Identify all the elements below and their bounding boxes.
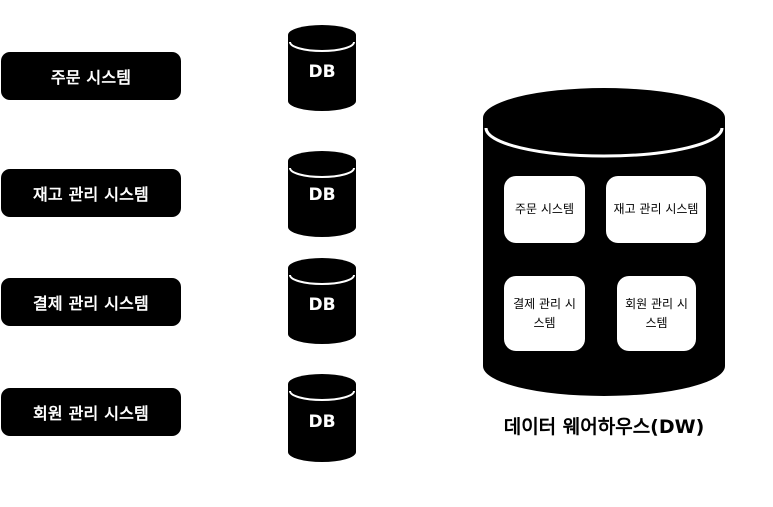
source-system-label: 주문 시스템	[50, 68, 132, 87]
warehouse-section-inventory: 재고 관리 시스템	[606, 176, 706, 243]
warehouse-section-label: 재고 관리 시스템	[613, 202, 699, 216]
database-label: DB	[308, 295, 335, 315]
warehouse-section-label: 회원 관리 시스템	[625, 296, 688, 330]
source-system-order: 주문 시스템	[1, 52, 181, 100]
database-icon-1: DB	[288, 25, 356, 111]
database-label: DB	[308, 185, 335, 205]
warehouse-section-label: 주문 시스템	[514, 202, 574, 216]
warehouse-section-label: 결제 관리 시스템	[513, 296, 576, 330]
database-icon-4: DB	[288, 374, 356, 462]
source-system-payment: 결제 관리 시스템	[1, 278, 181, 326]
database-label: DB	[308, 412, 335, 432]
source-system-label: 회원 관리 시스템	[33, 404, 149, 423]
source-system-member: 회원 관리 시스템	[1, 388, 181, 436]
warehouse-section-member: 회원 관리 시스템	[617, 276, 696, 351]
data-warehouse-caption: 데이터 웨어하우스(DW)	[503, 416, 705, 438]
warehouse-section-order: 주문 시스템	[504, 176, 585, 243]
source-system-label: 재고 관리 시스템	[33, 185, 149, 204]
database-icon-3: DB	[288, 258, 356, 344]
source-system-inventory: 재고 관리 시스템	[1, 169, 181, 217]
source-system-label: 결제 관리 시스템	[33, 294, 149, 313]
database-label: DB	[308, 62, 335, 82]
database-icon-2: DB	[288, 151, 356, 237]
warehouse-section-payment: 결제 관리 시스템	[504, 276, 585, 351]
